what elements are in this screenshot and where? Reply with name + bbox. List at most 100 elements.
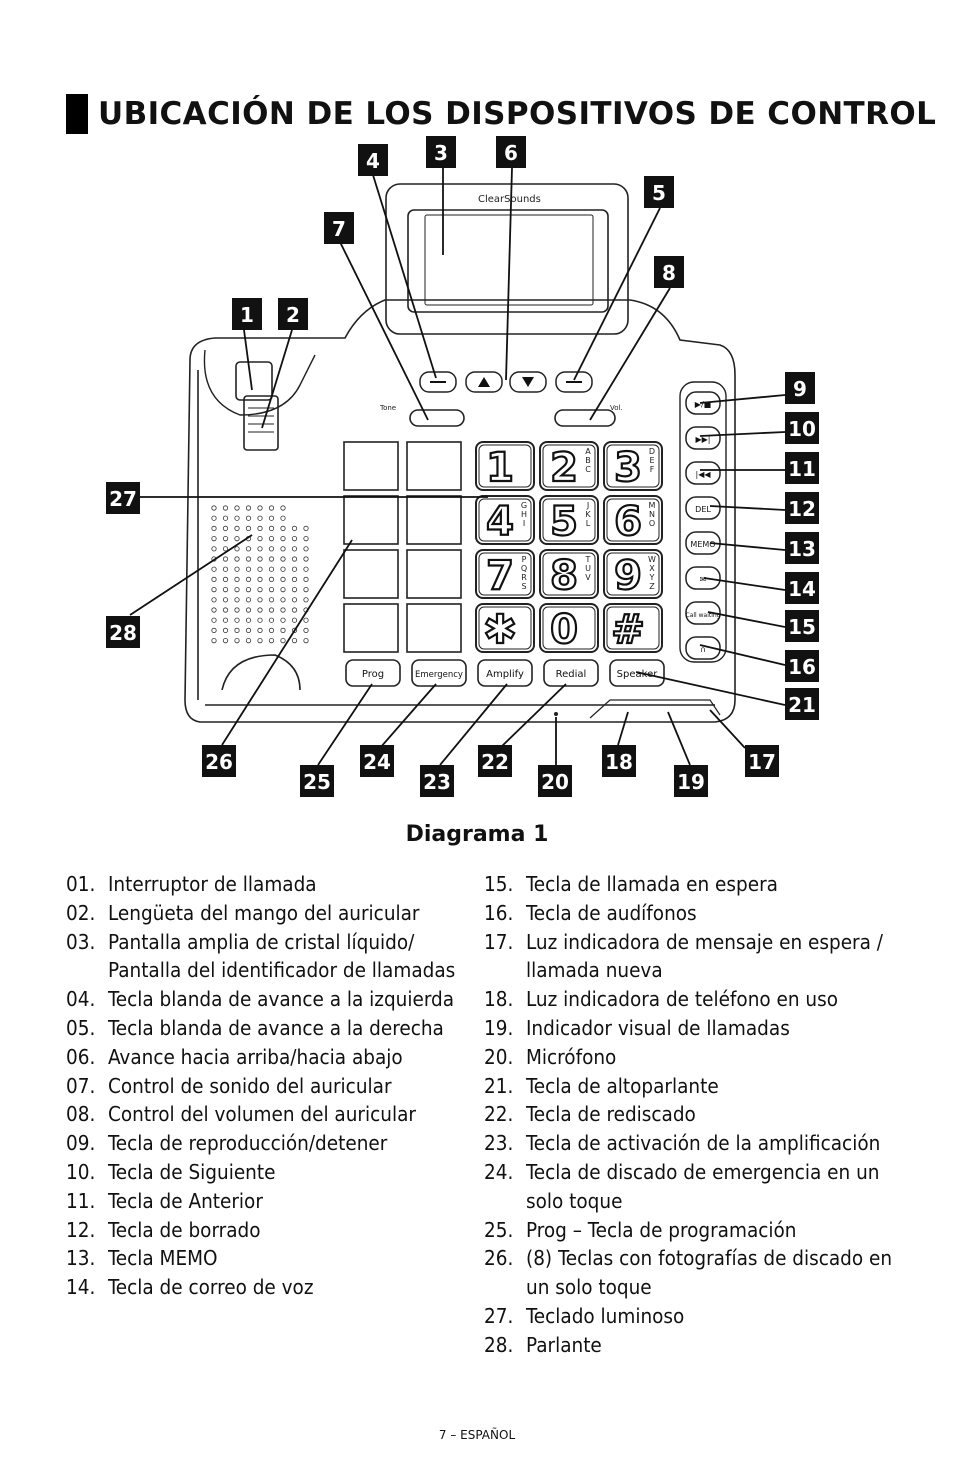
grille-hole [268,597,275,603]
grille-hole [222,607,229,613]
callout-number: 17 [748,750,776,774]
callout-number: 15 [788,615,816,639]
keypad-key[interactable]: 0 [539,603,599,654]
side-button[interactable]: |◀◀ [685,461,721,485]
grille-hole [291,586,298,593]
photo-key[interactable] [343,549,399,599]
keypad-key[interactable]: # [603,603,663,654]
photo-key[interactable] [406,441,462,491]
key-digit: 9 [614,553,642,599]
photo-key[interactable] [406,603,462,653]
legend-item: 07.Control de sonido del auricular [66,1072,476,1101]
side-button[interactable]: DEL [685,496,721,520]
function-button-redial[interactable]: Redial [543,659,599,687]
grille-hole [280,505,286,511]
grille-hole [257,586,263,593]
callout-2: 2 [278,298,308,330]
legend-number: 08. [66,1102,96,1127]
side-button-label: ∩ [700,645,706,654]
photo-key[interactable] [406,549,462,599]
side-button[interactable]: Call waiting [685,601,721,625]
key-letter: I [523,519,525,528]
page-title: UBICACIÓN DE LOS DISPOSITIVOS DE CONTROL [98,96,937,132]
grille-hole [280,617,286,623]
legend-item: 10.Tecla de Siguiente [66,1158,476,1187]
grille-hole [257,576,263,583]
up-arrow-icon [478,377,490,387]
legend-item: 24.Tecla de discado de emergencia en un … [484,1158,904,1216]
callout-number: 11 [788,457,816,481]
key-letter: R [521,573,527,582]
grille-hole [291,546,298,552]
page-footer: 7 – ESPAÑOL [438,1428,516,1442]
callout-4: 4 [358,144,388,176]
grille-hole [303,566,309,572]
function-button-emergency[interactable]: Emergency [411,659,467,687]
grille-hole [257,627,263,634]
grille-hole [291,607,298,613]
keypad-key[interactable]: ✱ [475,603,535,654]
side-panel [679,381,727,663]
legend-item: 09.Tecla de reproducción/detener [66,1129,476,1158]
down-arrow-icon [522,377,534,387]
grille-hole [245,515,252,521]
legend-text: Micrófono [526,1044,617,1069]
grille-hole [291,535,298,542]
grille-hole [234,566,240,572]
legend-number: 11. [66,1188,96,1213]
legend-number: 15. [484,872,514,896]
microphone-hole [554,712,558,716]
key-digit: 6 [614,499,642,545]
photo-key[interactable] [343,603,399,653]
grille-hole [257,597,263,603]
grille-hole [222,597,229,603]
function-button-amplify[interactable]: Amplify [477,659,533,687]
callout-13: 13 [785,532,819,564]
grille-hole [257,505,263,511]
photo-key[interactable] [343,495,399,545]
grille-hole [211,566,217,572]
callout-number: 8 [662,261,676,285]
callout-number: 10 [788,417,816,441]
grille-hole [303,525,309,532]
key-digit: 5 [550,499,578,545]
grille-hole [268,617,275,623]
key-letter: M [649,501,656,510]
grille-hole [211,546,217,552]
callout-24: 24 [360,745,394,777]
grille-hole [280,556,286,562]
side-button[interactable]: ✉ [685,566,721,590]
grille-hole [245,637,252,644]
photo-key[interactable] [406,495,462,545]
grille-hole [280,546,286,552]
grille-hole [268,576,275,583]
side-button[interactable]: ∩ [685,636,721,660]
side-button[interactable]: MEMO [685,531,721,555]
grille-hole [291,556,298,562]
function-button-prog[interactable]: Prog [345,659,401,687]
photo-key[interactable] [343,441,399,491]
key-letter: U [585,564,591,573]
legend-number: 01. [66,872,96,896]
grille-hole [291,627,298,634]
key-letter: N [649,510,655,519]
key-digit: 1 [486,445,514,491]
legend-item: 01.Interruptor de llamada [66,870,476,899]
key-letter: W [648,555,656,564]
legend-item: 21.Tecla de altoparlante [484,1072,904,1101]
grille-hole [280,576,286,583]
callout-number: 20 [541,770,569,794]
side-button[interactable]: ▶▶| [685,426,721,450]
keypad-key[interactable]: 1 [475,441,535,492]
grille-hole [280,535,286,542]
